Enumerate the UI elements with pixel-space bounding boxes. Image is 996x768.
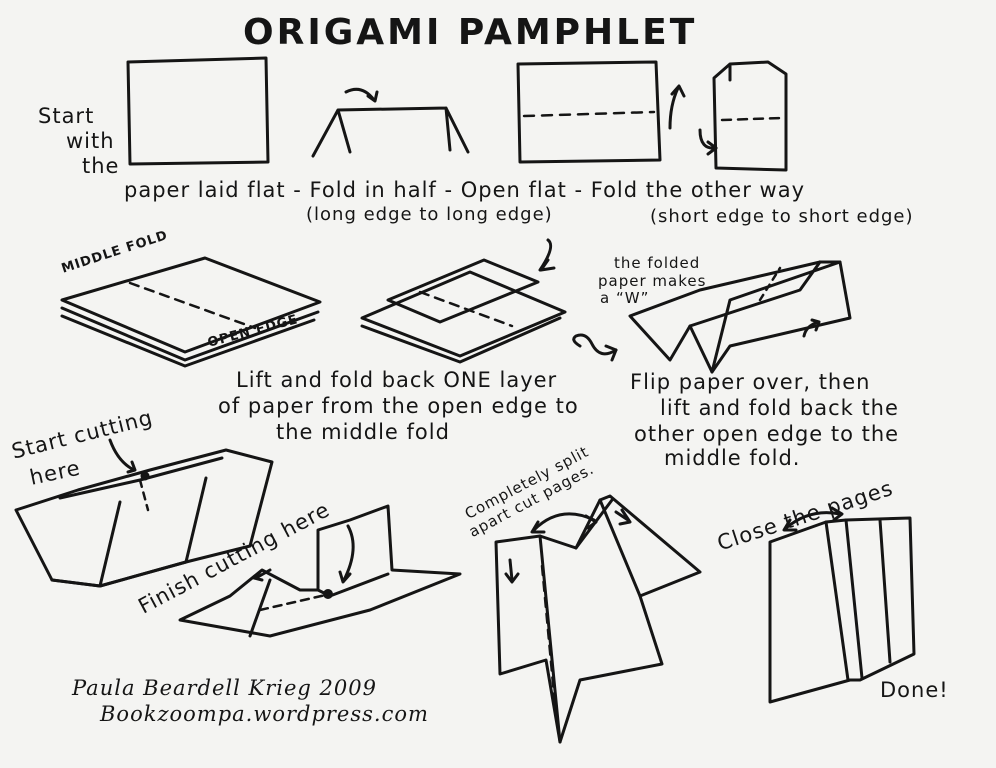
step3-caption-line4: middle fold. — [664, 446, 801, 470]
note-line3: a “W” — [600, 289, 650, 307]
done-label: Done! — [880, 678, 949, 702]
step2-caption-line2: of paper from the open edge to — [218, 394, 579, 418]
cutting-finish-drawing — [178, 504, 462, 638]
arrow-start-cutting — [108, 438, 137, 474]
curved-arrow-3 — [538, 238, 556, 272]
open-flat-drawing — [516, 60, 662, 164]
step1-caption: paper laid flat - Fold in half - Open fl… — [124, 178, 806, 202]
flip-arrow — [572, 333, 618, 362]
curved-arrow-2 — [698, 128, 718, 156]
step2-caption-line1: Lift and fold back ONE layer — [236, 368, 558, 392]
up-arrow — [668, 84, 686, 130]
fold-other-way-drawing — [712, 60, 788, 172]
flat-paper-drawing — [126, 56, 270, 166]
intro-with: with — [66, 129, 115, 153]
step3-caption-line3: other open edge to the — [634, 422, 900, 446]
closed-pamphlet-drawing — [768, 516, 916, 704]
step3-caption-line2: lift and fold back the — [660, 396, 899, 420]
w-fold-drawing-2 — [360, 258, 567, 364]
split-pages-drawing — [494, 494, 702, 744]
w-fold-drawing-3 — [628, 260, 852, 374]
arrow-finish-cutting — [252, 524, 355, 584]
page-title: ORIGAMI PAMPHLET — [243, 12, 698, 53]
note-line1: the folded — [614, 254, 701, 272]
folded-half-drawing — [311, 106, 470, 158]
intro-start: Start — [38, 104, 95, 128]
website-credit: Bookzoompa.wordpress.com — [100, 702, 429, 726]
w-fold-drawing-1 — [60, 256, 322, 368]
curved-arrow-4 — [802, 318, 821, 338]
intro-the: the — [82, 154, 120, 178]
cutting-start-drawing — [14, 448, 274, 588]
step1-sub-long-edge: (long edge to long edge) — [306, 204, 553, 225]
curved-arrow-1 — [344, 87, 379, 103]
step3-caption-line1: Flip paper over, then — [630, 370, 871, 394]
step1-sub-short-edge: (short edge to short edge) — [650, 206, 914, 227]
arrows-close — [782, 506, 844, 532]
step2-caption-line3: the middle fold — [276, 420, 450, 444]
author-credit: Paula Beardell Krieg 2009 — [72, 676, 377, 700]
arrows-split — [504, 508, 632, 584]
note-line2: paper makes — [598, 272, 707, 290]
